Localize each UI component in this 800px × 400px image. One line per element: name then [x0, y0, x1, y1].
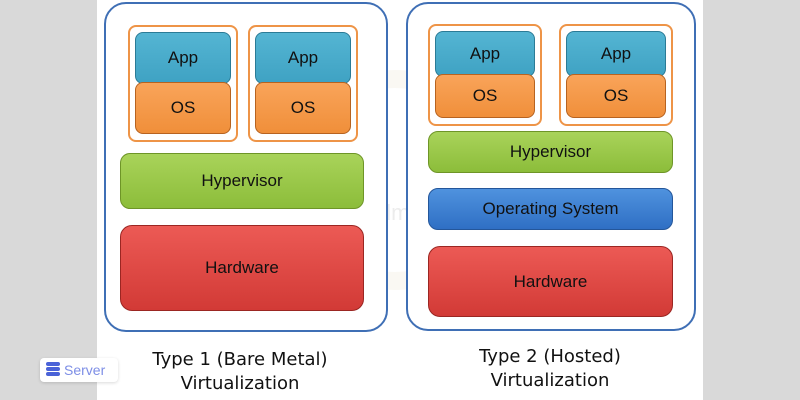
type1-vm-2-os: OS [255, 82, 351, 134]
type1-vm-1-app: App [135, 32, 231, 84]
type1-vm-2-app: App [255, 32, 351, 84]
type1-caption: Type 1 (Bare Metal) Virtualization [120, 348, 360, 396]
server-badge[interactable]: Server [40, 358, 118, 382]
type2-hardware: Hardware [428, 246, 673, 317]
type2-panel: App OS App OS Hypervisor Operating Syste… [406, 2, 696, 331]
type2-vm-2: App OS [559, 24, 673, 126]
type2-operating-system: Operating System [428, 188, 673, 230]
type1-hypervisor: Hypervisor [120, 153, 364, 209]
type1-caption-line2: Virtualization [180, 373, 300, 394]
type2-caption: Type 2 (Hosted) Virtualization [430, 345, 670, 393]
type1-panel: App OS App OS Hypervisor Hardware [104, 2, 388, 332]
type1-vm-1: App OS [128, 25, 238, 142]
type1-vm-1-os: OS [135, 82, 231, 134]
server-badge-label: Server [64, 362, 106, 378]
type2-vm-1: App OS [428, 24, 542, 126]
server-stack-icon [46, 362, 60, 378]
type2-hypervisor: Hypervisor [428, 131, 673, 173]
type2-caption-line2: Virtualization [490, 370, 610, 391]
type2-caption-line1: Type 2 (Hosted) [479, 346, 621, 367]
type2-vm-1-app: App [435, 31, 535, 77]
type1-caption-line1: Type 1 (Bare Metal) [152, 349, 328, 370]
type1-hardware: Hardware [120, 225, 364, 311]
type2-vm-2-os: OS [566, 74, 666, 118]
type2-vm-1-os: OS [435, 74, 535, 118]
type2-vm-2-app: App [566, 31, 666, 77]
type1-vm-2: App OS [248, 25, 358, 142]
